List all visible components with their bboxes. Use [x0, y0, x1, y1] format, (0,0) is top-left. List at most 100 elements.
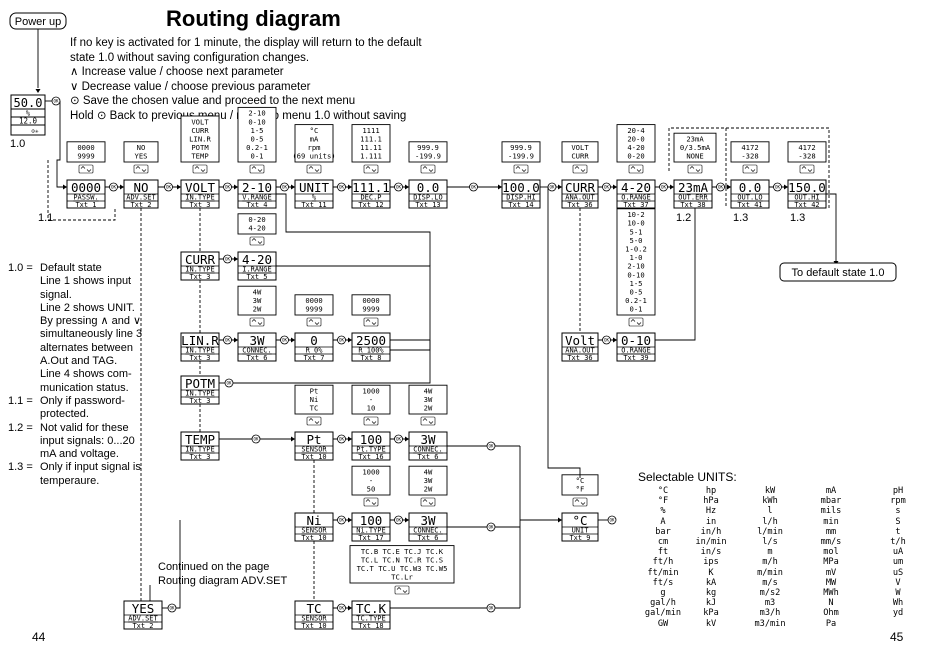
option-o_outhi: 4172-328 [787, 141, 827, 174]
ok-icon: OK [53, 99, 59, 104]
menu-txt: Txt 6 [417, 453, 438, 461]
updown-icon [420, 416, 436, 426]
menu-name: Pt.TYPE [356, 446, 386, 454]
ok-icon: OK [394, 434, 403, 444]
menu-name: CONNEC. [242, 347, 272, 355]
option-line: 0-1 [251, 152, 264, 161]
ok-icon: OK [282, 185, 288, 190]
ok-icon: OK [225, 257, 231, 262]
option-line: °C [310, 126, 319, 135]
mark-1-2: 1.2 [676, 212, 691, 224]
menu-value: CURR [565, 180, 596, 195]
ok-icon: OK [661, 185, 667, 190]
menu-txt: Txt 4 [246, 201, 267, 209]
intro-line: ∨ Decrease value / choose previous param… [70, 80, 311, 93]
note-line: Default state [40, 262, 102, 274]
option-frame [66, 141, 106, 163]
option-line: 0.2-1 [625, 296, 647, 305]
ok-icon: OK [280, 182, 289, 192]
menu-txt: Txt 6 [417, 534, 438, 542]
arrowhead [234, 337, 238, 343]
menu-name: R 0% [306, 347, 324, 355]
option-o_vrange: 2-100-101-50-50.2-10-1 [237, 106, 277, 174]
option-frame [787, 141, 827, 163]
ok-icon: OK [607, 515, 617, 525]
updown-icon [251, 166, 263, 172]
ok-icon: OK [169, 606, 175, 611]
ok-icon [469, 182, 478, 192]
power-up-label: Power up [15, 16, 61, 28]
menu-value: 4-20 [621, 180, 651, 195]
option-line: 999.9 [417, 143, 439, 152]
arrowhead [498, 184, 502, 190]
menu-name: IN.TYPE [185, 347, 215, 355]
ok-icon: OK [609, 518, 615, 523]
unit-item: N [828, 598, 834, 609]
updown-icon [363, 317, 379, 327]
menu-txt: Txt 42 [794, 201, 819, 209]
connector [826, 193, 837, 262]
option-line: 4-20 [248, 224, 265, 233]
note-line: Line 4 shows com-munication status. [40, 368, 132, 394]
unit-item: Wh [892, 598, 904, 609]
default-state-label: To default state 1.0 [792, 267, 885, 279]
option-line: Ni [310, 395, 319, 404]
note-line: Only if password-protected. [40, 394, 125, 421]
unit-item: pH [892, 486, 904, 496]
option-line: 1-5 [251, 126, 264, 135]
option-line: NONE [686, 152, 703, 161]
intro-line: ⊙ Save the chosen value and proceed to t… [70, 95, 356, 107]
menu-value: 100 [360, 513, 383, 528]
option-line: 9999 [77, 152, 94, 161]
ok-icon: OK [716, 182, 725, 192]
menu-txt: Txt 9 [569, 534, 590, 542]
menu-txt: Txt 1 [75, 201, 96, 209]
menu-value: 0.0 [739, 180, 762, 195]
unit-item: A [660, 516, 666, 527]
updown-icon [251, 238, 263, 244]
unit-item: m/min [757, 567, 783, 578]
menu-name: Ni.TYPE [356, 527, 386, 535]
menu-value: TEMP [185, 432, 215, 447]
option-line: CURR [571, 152, 589, 161]
ok-icon: OK [225, 185, 231, 190]
menu-r0: 0R 0%Txt 7 [294, 332, 334, 362]
menu-value: 0000 [71, 180, 101, 195]
menu-name: ANA.OUT [565, 347, 595, 355]
updown-icon [628, 317, 644, 327]
option-frame [351, 294, 391, 316]
updown-icon [306, 164, 322, 174]
option-o_orange: 20-420-04-200-20 [616, 124, 656, 174]
option-line: 23mA [686, 135, 704, 144]
unit-item: min [823, 516, 839, 527]
menu-value: 150.0 [788, 180, 826, 195]
ok-icon: OK [396, 437, 402, 442]
menu-value: Pt [306, 432, 321, 447]
default-state-box: To default state 1.0 [779, 262, 897, 282]
note-key: 1.1 = [8, 394, 33, 407]
option-frame [237, 285, 277, 316]
option-frame [237, 213, 277, 235]
option-line: -199.9 [415, 152, 441, 161]
unit-item: in [705, 516, 717, 527]
ok-icon: OK [547, 182, 557, 192]
ok-icon: OK [486, 441, 496, 451]
ok-icon [659, 182, 668, 192]
updown-icon [744, 166, 756, 172]
menu-name: IN.TYPE [185, 266, 215, 274]
menu-value: 100 [360, 432, 383, 447]
updown-icon [363, 416, 379, 426]
ok-icon: OK [488, 444, 494, 449]
arrowhead [348, 184, 352, 190]
connector [655, 208, 696, 341]
ok-icon: OK [339, 437, 345, 442]
option-line: 2-10 [248, 109, 265, 118]
arrowhead [405, 184, 409, 190]
